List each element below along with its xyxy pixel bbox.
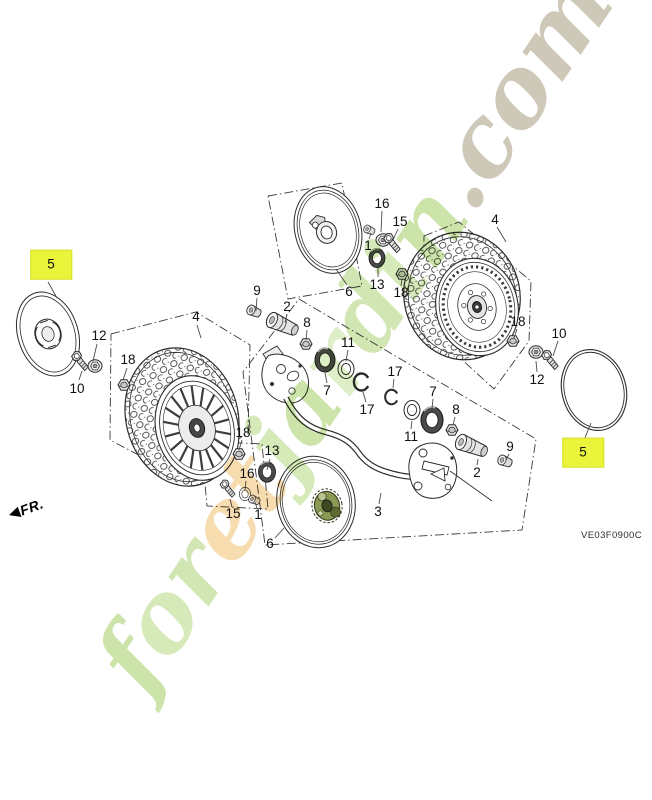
bearing-part7-right — [420, 406, 444, 434]
spacer-part2-top — [263, 310, 302, 340]
washer-part11-left — [337, 359, 355, 379]
spacer-part2-bottom — [452, 432, 491, 461]
washer-part11-right — [403, 400, 421, 420]
circlip-part17-right — [384, 388, 399, 406]
part5-cover-disc — [16, 291, 80, 377]
bushing-part9-bottom — [495, 453, 514, 469]
part6-disc-upper — [293, 186, 363, 274]
bearing-part13-bottom — [257, 461, 277, 483]
right-wheel — [403, 231, 521, 361]
nut-part18-top — [395, 268, 409, 280]
nut-part8-top — [299, 338, 313, 350]
diagram-code: VE03F0900C — [580, 530, 642, 541]
bearing-part13-top — [368, 247, 386, 269]
nut-part12-left — [87, 359, 103, 373]
left-wheel — [124, 347, 240, 487]
part5-snap-ring — [560, 348, 628, 432]
nut-part12-right — [528, 345, 544, 359]
nut-part18-bottom — [232, 448, 246, 460]
axle-shaft — [261, 345, 493, 502]
nut-part18-left — [117, 379, 131, 391]
part6-disc-lower — [276, 455, 356, 549]
bolt-part15-bottom — [217, 477, 239, 498]
bushing-part1-top — [362, 223, 377, 237]
bushing-part9-top — [244, 303, 263, 320]
callout-leader-lines — [47, 210, 592, 539]
bearing-part7-left — [314, 347, 336, 373]
nut-part8-right — [445, 424, 459, 436]
circlip-part17-left — [352, 372, 370, 392]
nut-part18-right — [506, 335, 520, 347]
